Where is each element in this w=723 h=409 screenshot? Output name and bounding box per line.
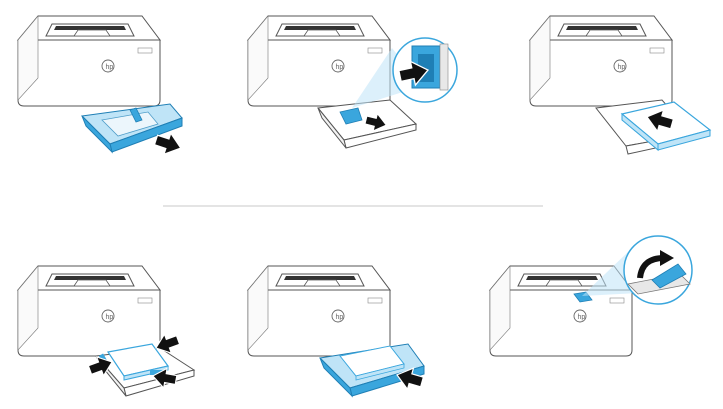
printer-icon bbox=[17, 15, 161, 107]
stopper-flip-arrow-icon bbox=[637, 250, 674, 279]
zoom-callout-icon bbox=[352, 37, 458, 108]
step-4-adjust-guides-to-paper bbox=[17, 265, 196, 397]
zoom-callout-icon bbox=[582, 235, 693, 305]
tray-icon bbox=[80, 103, 183, 154]
step-6-lift-output-stopper bbox=[489, 235, 693, 357]
step-5-push-tray-in bbox=[247, 265, 426, 398]
step-2-slide-paper-guides bbox=[247, 15, 458, 149]
printer-icon bbox=[247, 265, 391, 357]
step-3-insert-paper-stack bbox=[529, 15, 712, 155]
step-1-pull-out-tray bbox=[17, 15, 185, 160]
printer-icon bbox=[17, 265, 161, 357]
tray-icon bbox=[318, 343, 425, 398]
printer-icon bbox=[529, 15, 673, 107]
